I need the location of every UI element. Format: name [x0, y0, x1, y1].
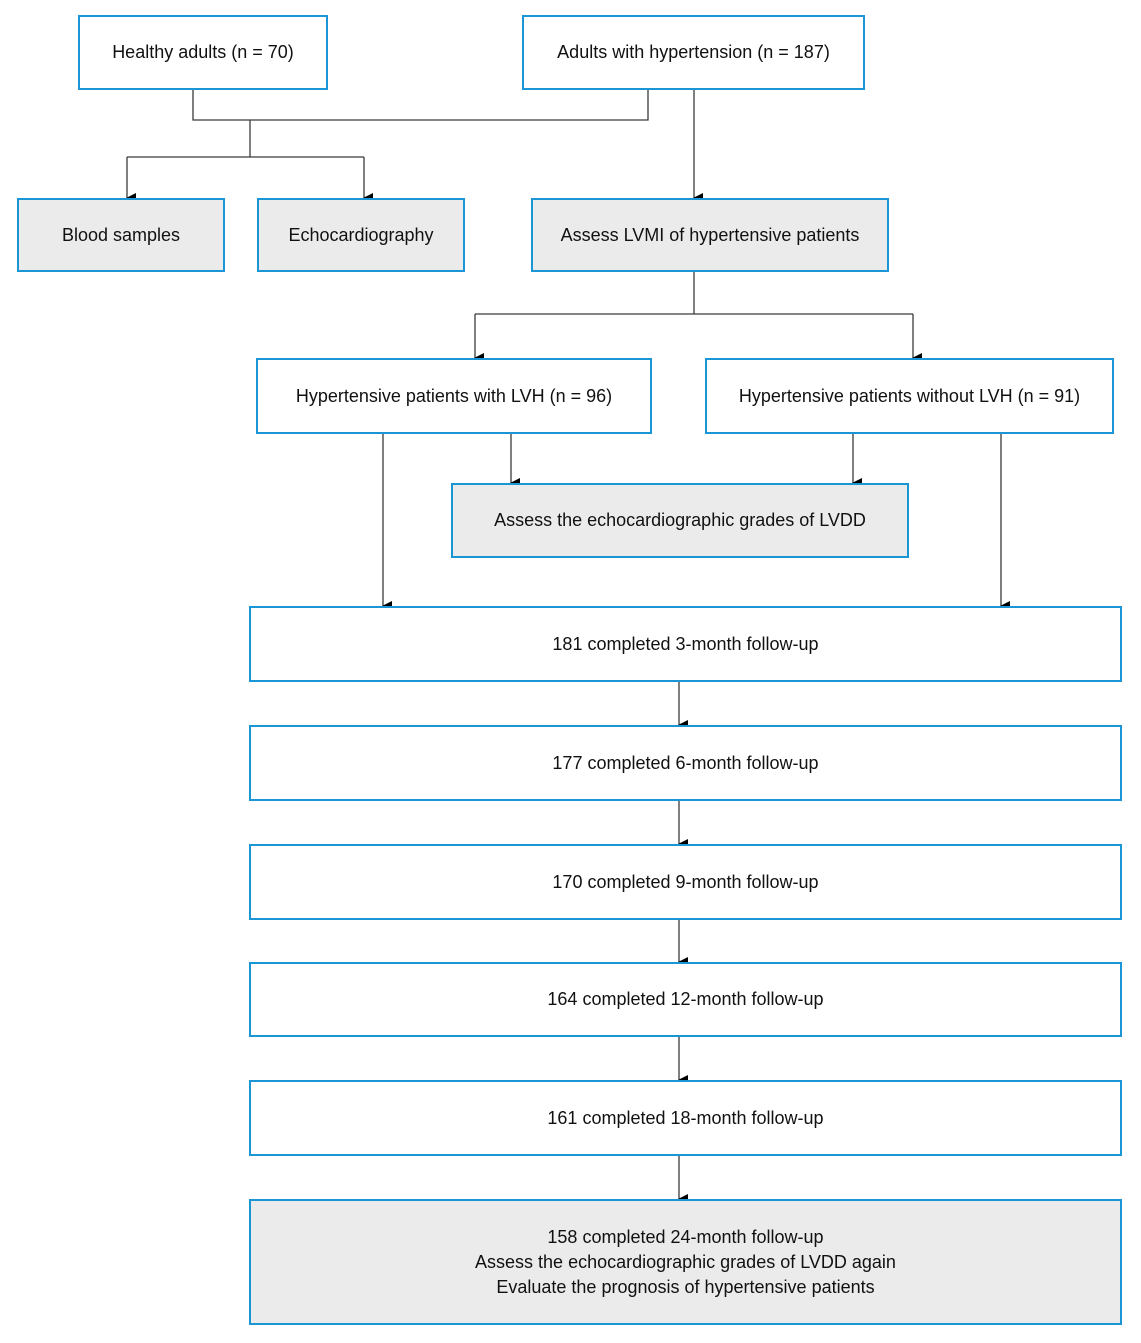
- label-followup-18-month: 161 completed 18-month follow-up: [547, 1107, 824, 1128]
- box-followup-6-month: 177 completed 6-month follow-up: [249, 725, 1122, 801]
- box-followup-9-month: 170 completed 9-month follow-up: [249, 844, 1122, 920]
- label-final-line-3: Evaluate the prognosis of hypertensive p…: [496, 1276, 875, 1297]
- box-assess-lvdd: Assess the echocardiographic grades of L…: [451, 483, 909, 558]
- label-adults-with-hypertension: Adults with hypertension (n = 187): [557, 42, 830, 62]
- box-echocardiography: Echocardiography: [257, 198, 465, 272]
- label-final-line-2: Assess the echocardiographic grades of L…: [475, 1251, 896, 1272]
- label-healthy-adults: Healthy adults (n = 70): [112, 42, 294, 62]
- box-with-lvh: Hypertensive patients with LVH (n = 96): [256, 358, 652, 434]
- label-with-lvh: Hypertensive patients with LVH (n = 96): [295, 385, 613, 406]
- box-followup-3-month: 181 completed 3-month follow-up: [249, 606, 1122, 682]
- label-blood-samples: Blood samples: [61, 224, 181, 245]
- box-followup-18-month: 161 completed 18-month follow-up: [249, 1080, 1122, 1156]
- label-followup-6-month: 177 completed 6-month follow-up: [552, 752, 819, 773]
- box-without-lvh: Hypertensive patients without LVH (n = 9…: [705, 358, 1114, 434]
- box-followup-24-month: 158 completed 24-month follow-up Assess …: [249, 1199, 1122, 1325]
- label-without-lvh: Hypertensive patients without LVH (n = 9…: [738, 385, 1081, 406]
- merge-line: [192, 90, 649, 121]
- label-followup-12-month: 164 completed 12-month follow-up: [547, 989, 824, 1009]
- box-followup-12-month: 164 completed 12-month follow-up: [249, 962, 1122, 1037]
- box-healthy-adults: Healthy adults (n = 70): [78, 15, 328, 90]
- label-final-line-1: 158 completed 24-month follow-up: [547, 1226, 824, 1247]
- label-assess-lvmi: Assess LVMI of hypertensive patients: [560, 224, 860, 245]
- box-blood-samples: Blood samples: [17, 198, 225, 272]
- label-assess-lvdd: Assess the echocardiographic grades of L…: [494, 510, 866, 530]
- label-followup-9-month: 170 completed 9-month follow-up: [552, 871, 819, 892]
- label-followup-3-month: 181 completed 3-month follow-up: [552, 633, 819, 654]
- box-assess-lvmi: Assess LVMI of hypertensive patients: [531, 198, 889, 272]
- box-adults-with-hypertension: Adults with hypertension (n = 187): [522, 15, 865, 90]
- label-echocardiography: Echocardiography: [288, 224, 434, 245]
